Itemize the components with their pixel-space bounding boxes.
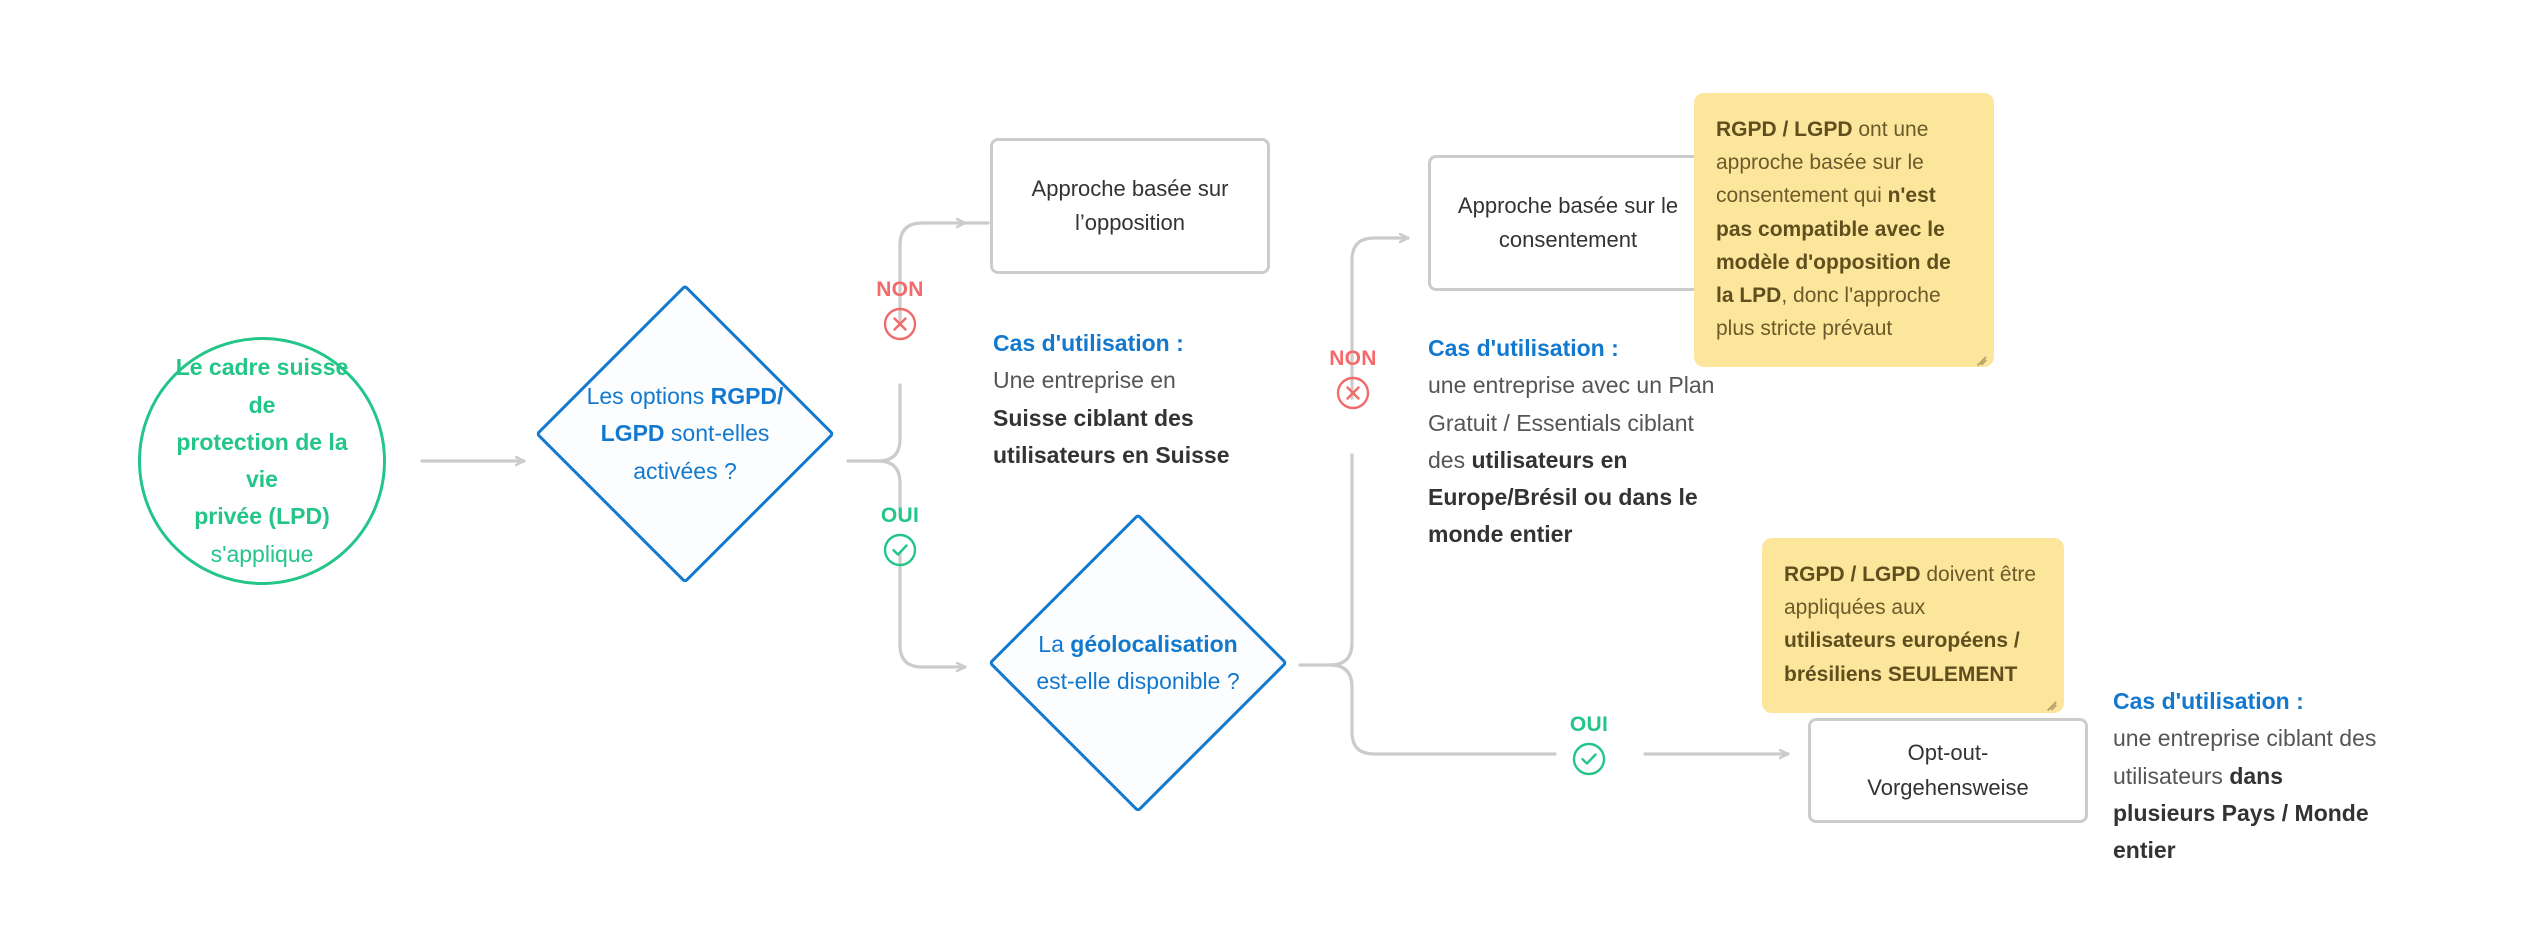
start-node-lpd: Le cadre suisse de protection de la vie … [138,337,386,585]
branch-yes-options-label: OUI [880,504,920,527]
box-optout-line-1: Opt-out- [1907,740,1989,766]
connector-geo-yes [1328,663,1557,756]
usecase-consent: Cas d'utilisation : une entreprise avec … [1428,330,1728,554]
sticky-note-consent[interactable]: RGPD / LGPD ont une approche basée sur l… [1694,93,1994,368]
usecase-opposition: Cas d'utilisation : Une entreprise en Su… [993,325,1253,474]
x-circle-icon [1336,376,1370,410]
start-line-3: privée (LPD) [194,503,330,530]
box-opposition-line-2: l’opposition [1074,210,1186,235]
note-optout-plain-1: doivent être appliquées aux [1784,563,2037,620]
usecase-consent-bold: utilisateurs en Europe/Brésil ou dans le… [1428,446,1698,548]
check-circle-icon [1572,742,1606,776]
note-consent-plain-1: ont une approche basée sur le consenteme… [1716,118,1929,208]
usecase-opposition-heading: Cas d'utilisation : [993,330,1184,356]
branch-no-geolocation-label: NON [1329,347,1377,370]
decision-geo-plain-2: est-elle disponible ? [1036,668,1240,694]
branch-label-yes-options: OUI [860,504,940,567]
decision-geo-plain-1: La [1038,630,1071,657]
process-box-consent[interactable]: Approche basée sur le consentement [1428,155,1708,291]
check-circle-icon [883,533,917,567]
usecase-optout-plain: une entreprise ciblant des utilisateurs [2113,725,2377,789]
sticky-note-optout[interactable]: RGPD / LGPD doivent être appliquées aux … [1762,538,2064,713]
usecase-optout: Cas d'utilisation : une entreprise cibla… [2113,683,2388,869]
note-optout-bold-2: utilisateurs européens / brésiliens SEUL… [1784,629,2020,686]
note-consent-plain-2: , donc l'approche plus stricte prévaut [1716,283,1941,341]
usecase-opposition-bold: Suisse ciblant des utilisateurs en Suiss… [993,404,1230,468]
process-box-optout[interactable]: Opt-out- Vorgehensweise [1808,718,2088,823]
decision-geolocation[interactable]: La géolocalisation est-elle disponible ? [988,513,1288,813]
branch-label-no-options: NON [860,278,940,341]
usecase-optout-heading: Cas d'utilisation : [2113,688,2304,714]
start-node-text: Le cadre suisse de protection de la vie … [162,349,362,573]
box-consent-text: Approche basée sur le consentement [1458,189,1678,257]
box-opposition-line-1: Approche basée sur [1031,175,1229,201]
decision-options-plain-2: sont-elles [664,420,770,447]
usecase-consent-plain: une entreprise avec un Plan Gratuit / Es… [1428,372,1715,473]
connector-options-no [876,383,902,463]
usecase-optout-bold: dans plusieurs Pays / Monde entier [2113,762,2369,864]
note-consent-bold-1: RGPD / LGPD [1716,118,1853,141]
branch-label-yes-geolocation: OUI [1549,713,1629,776]
resize-grip-icon[interactable] [1973,347,1987,366]
x-circle-icon [883,307,917,341]
branch-yes-geolocation-label: OUI [1569,713,1609,736]
connector-options-yes-lower [898,551,967,667]
decision-options-text: Les options RGPD/ LGPD sont-elles activé… [568,378,802,490]
box-consent-line-2: consentement [1498,227,1638,252]
decision-options-plain-1: Les options [586,383,711,410]
usecase-opposition-plain: Une entreprise en [993,367,1176,394]
branch-label-no-geolocation: NON [1313,347,1393,410]
note-consent-bold-2: n'est pas compatible avec le modèle d'op… [1716,184,1951,307]
decision-options-bold-1: RGPD/ [710,383,784,410]
box-optout-line-2: Vorgehensweise [1867,774,2029,800]
branch-no-options-label: NON [876,278,924,301]
decision-geolocation-text: La géolocalisation est-elle disponible ? [1021,626,1255,701]
note-optout-bold-1: RGPD / LGPD [1784,563,1921,586]
start-line-2: protection de la vie [176,428,348,492]
decision-options-bold-2: LGPD [600,420,665,447]
box-opposition-text: Approche basée sur l’opposition [1032,172,1229,240]
usecase-consent-heading: Cas d'utilisation : [1428,335,1619,361]
connector-geo-no [1328,453,1354,667]
box-consent-line-1: Approche basée sur le [1457,192,1679,218]
decision-rgpd-lgpd-options[interactable]: Les options RGPD/ LGPD sont-elles activé… [535,284,835,584]
start-line-1: Le cadre suisse de [175,354,349,418]
box-optout-text: Opt-out- Vorgehensweise [1867,736,2028,804]
resize-grip-icon[interactable] [2043,693,2057,711]
start-line-4: s'applique [210,540,314,567]
decision-options-plain-3: activées ? [633,457,737,484]
process-box-opposition[interactable]: Approche basée sur l’opposition [990,138,1270,274]
decision-geo-bold-1: géolocalisation [1070,630,1238,657]
